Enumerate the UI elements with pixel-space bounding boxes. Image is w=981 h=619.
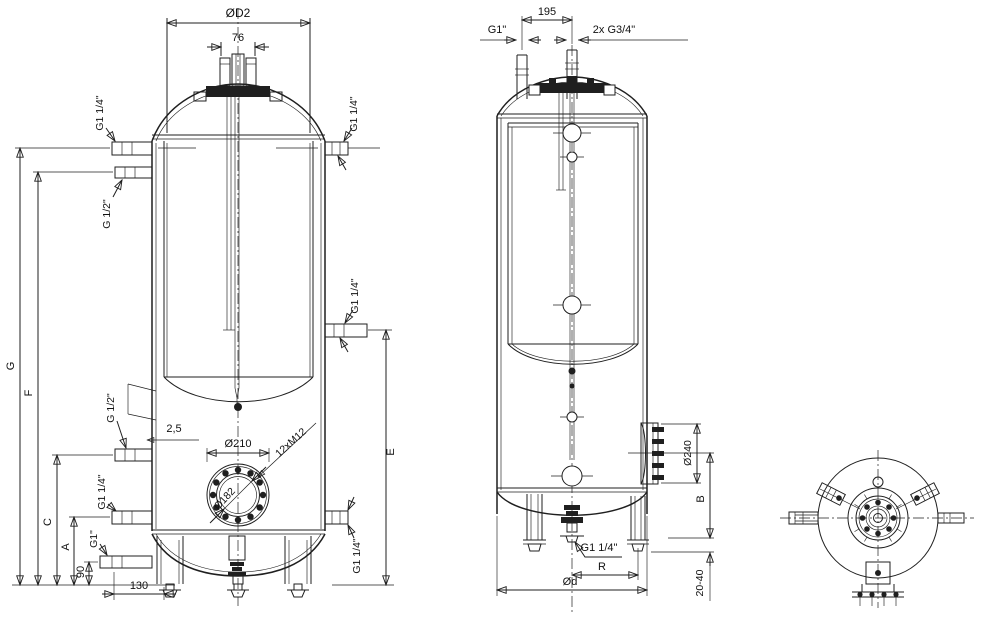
side-top-pipes xyxy=(515,49,579,99)
front-top-flange xyxy=(193,53,283,102)
side-bottom-fitting xyxy=(560,505,584,543)
dim-outer-diameter xyxy=(167,18,310,133)
dim-heater-width xyxy=(207,42,269,56)
side-inner-tank xyxy=(507,122,639,365)
front-port-leaders xyxy=(100,127,354,555)
dim-E xyxy=(368,330,392,585)
label-dim-R: R xyxy=(598,561,606,573)
label-manhole-bolt-circle: Ø210 xyxy=(225,438,252,450)
side-flange xyxy=(628,422,714,485)
dim-130 xyxy=(102,572,176,600)
side-top-flange xyxy=(528,76,616,96)
label-port-top-right: 2x G3/4" xyxy=(593,24,636,36)
dim-side-flange xyxy=(651,424,714,601)
front-left-nozzles xyxy=(99,141,153,569)
label-port-right-3: G1 1/4" xyxy=(351,538,363,574)
front-height-dimensions xyxy=(12,148,394,585)
front-internal-tubes xyxy=(158,97,318,404)
leader-manhole-bolts xyxy=(258,422,317,477)
front-right-nozzles xyxy=(324,141,380,525)
top-view-small-port xyxy=(872,476,884,488)
label-foot-adjust: 20-40 xyxy=(694,569,706,596)
label-port-top-left: G1" xyxy=(488,24,507,36)
inner-tank-drain-point xyxy=(234,403,242,411)
front-feet xyxy=(159,583,309,598)
top-view xyxy=(780,450,974,608)
side-tank-shell xyxy=(496,76,648,516)
label-side-flange: Ø240 xyxy=(682,440,694,466)
top-view-flange-bolts xyxy=(854,494,902,542)
front-tank-shell xyxy=(151,83,326,577)
front-inner-tank xyxy=(163,141,314,411)
front-view: ØD2 76 G1 1/4" G 1/2" G 1/2" G1 1/4" G1"… xyxy=(5,6,397,606)
top-view-bottom-bracket xyxy=(852,561,904,606)
label-dim-C: C xyxy=(42,518,54,526)
side-sensor-tube xyxy=(551,93,593,487)
label-port-left-2: G 1/2" xyxy=(101,199,113,229)
label-dim-B: B xyxy=(695,495,707,502)
label-port-right-1: G1 1/4" xyxy=(348,96,360,132)
label-dim-E: E xyxy=(385,448,397,455)
side-feet xyxy=(523,494,649,552)
dim-pipe-offset xyxy=(480,16,688,50)
label-base-diameter: Ød xyxy=(563,576,578,588)
label-wall-thickness: 2,5 xyxy=(166,423,181,435)
label-port-right-2: G1 1/4" xyxy=(349,278,361,314)
side-view: 195 G1" 2x G3/4" Ø240 B 20-40 G1 1/4" R … xyxy=(480,6,714,612)
label-port-left-4: G1 1/4" xyxy=(96,474,108,510)
label-heater-width: 76 xyxy=(232,32,244,44)
label-dim-90: 90 xyxy=(75,566,87,578)
label-dim-G: G xyxy=(5,362,17,371)
top-view-diagonal-nozzles xyxy=(816,482,940,510)
label-port-left-5: G1" xyxy=(88,530,100,548)
top-view-side-pipes xyxy=(788,511,965,525)
wall-thickness-callout xyxy=(127,383,199,440)
label-port-left-1: G1 1/4" xyxy=(94,95,106,131)
label-port-left-3: G 1/2" xyxy=(105,393,117,423)
label-dim-130: 130 xyxy=(130,580,148,592)
label-port-bottom: G1 1/4" xyxy=(581,542,618,554)
label-pipe-offset: 195 xyxy=(538,6,556,18)
label-outer-diameter: ØD2 xyxy=(226,6,251,20)
dim-manhole-bolt-circle xyxy=(207,448,269,462)
label-manhole-bolts: 12xM12 xyxy=(273,426,309,460)
label-dim-A: A xyxy=(60,543,72,551)
label-dim-F: F xyxy=(23,389,35,396)
dim-base xyxy=(497,516,647,596)
